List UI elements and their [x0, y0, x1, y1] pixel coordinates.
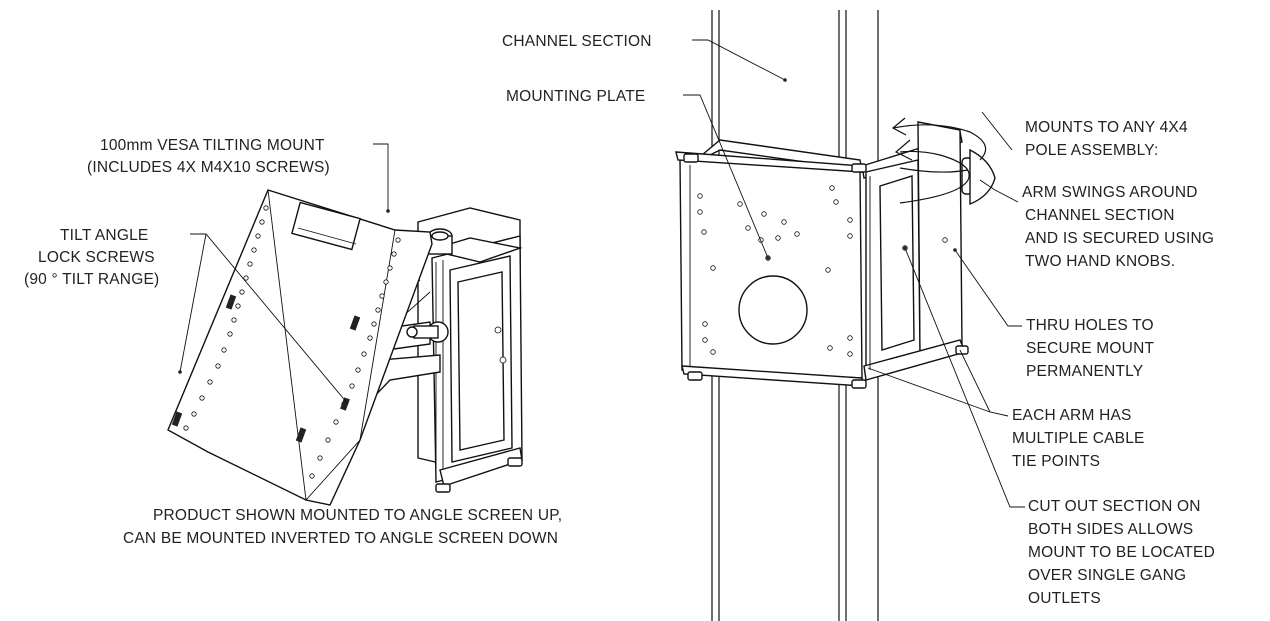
hand-knob-left [406, 321, 449, 343]
label-mounts-line-2: POLE ASSEMBLY: [1025, 142, 1158, 159]
label-product-note-1: PRODUCT SHOWN MOUNTED TO ANGLE SCREEN UP… [153, 507, 562, 524]
mounting-plate-shape [675, 139, 863, 387]
label-channel-section: CHANNEL SECTION [502, 33, 652, 50]
label-thru-line-2: SECURE MOUNT [1026, 340, 1154, 357]
pole-mount-drawing [675, 10, 996, 621]
label-cutout-line-2: BOTH SIDES ALLOWS [1028, 521, 1193, 538]
label-arm-line-4: TWO HAND KNOBS. [1025, 253, 1175, 270]
label-thru-line-3: PERMANENTLY [1026, 363, 1143, 380]
label-cutout-line-1: CUT OUT SECTION ON [1028, 498, 1201, 515]
label-tilt-line-2: LOCK SCREWS [38, 249, 155, 266]
label-mounting-plate: MOUNTING PLATE [506, 88, 645, 105]
label-cable-line-2: MULTIPLE CABLE [1012, 430, 1145, 447]
label-cutout-line-5: OUTLETS [1028, 590, 1101, 607]
label-cutout-line-3: MOUNT TO BE LOCATED [1028, 544, 1215, 561]
label-tilt-line-3: (90 ° TILT RANGE) [24, 271, 159, 288]
label-cable-line-1: EACH ARM HAS [1012, 407, 1132, 424]
label-product-note-2: CAN BE MOUNTED INVERTED TO ANGLE SCREEN … [123, 530, 558, 547]
label-arm-line-3: AND IS SECURED USING [1025, 230, 1214, 247]
hand-knob-right [961, 148, 996, 206]
label-vesa-line-1: 100mm VESA TILTING MOUNT [100, 137, 325, 154]
label-arm-line-2: CHANNEL SECTION [1025, 207, 1175, 224]
rotation-arrows [891, 117, 987, 204]
label-vesa-line-2: (INCLUDES 4X M4X10 SCREWS) [87, 159, 330, 176]
label-tilt-line-1: TILT ANGLE [60, 227, 148, 244]
side-bracket [417, 207, 523, 487]
label-mounts-line-1: MOUNTS TO ANY 4X4 [1025, 119, 1188, 136]
tilting-mount-drawing [167, 189, 523, 506]
callout-labels: CHANNEL SECTION MOUNTING PLATE 100mm VES… [24, 33, 1215, 607]
label-thru-line-1: THRU HOLES TO [1026, 317, 1154, 334]
plate-bolts [683, 153, 969, 389]
tilt-lock-screws [171, 294, 361, 443]
swing-arm [861, 121, 966, 381]
leader-lines [178, 39, 1025, 508]
label-cutout-line-4: OVER SINGLE GANG [1028, 567, 1186, 584]
vesa-tilting-plate [167, 189, 433, 506]
mounting-plate-holes [697, 185, 853, 357]
label-cable-line-3: TIE POINTS [1012, 453, 1100, 470]
bracket-feet [435, 457, 523, 493]
label-arm-line-1: ARM SWINGS AROUND [1022, 184, 1198, 201]
